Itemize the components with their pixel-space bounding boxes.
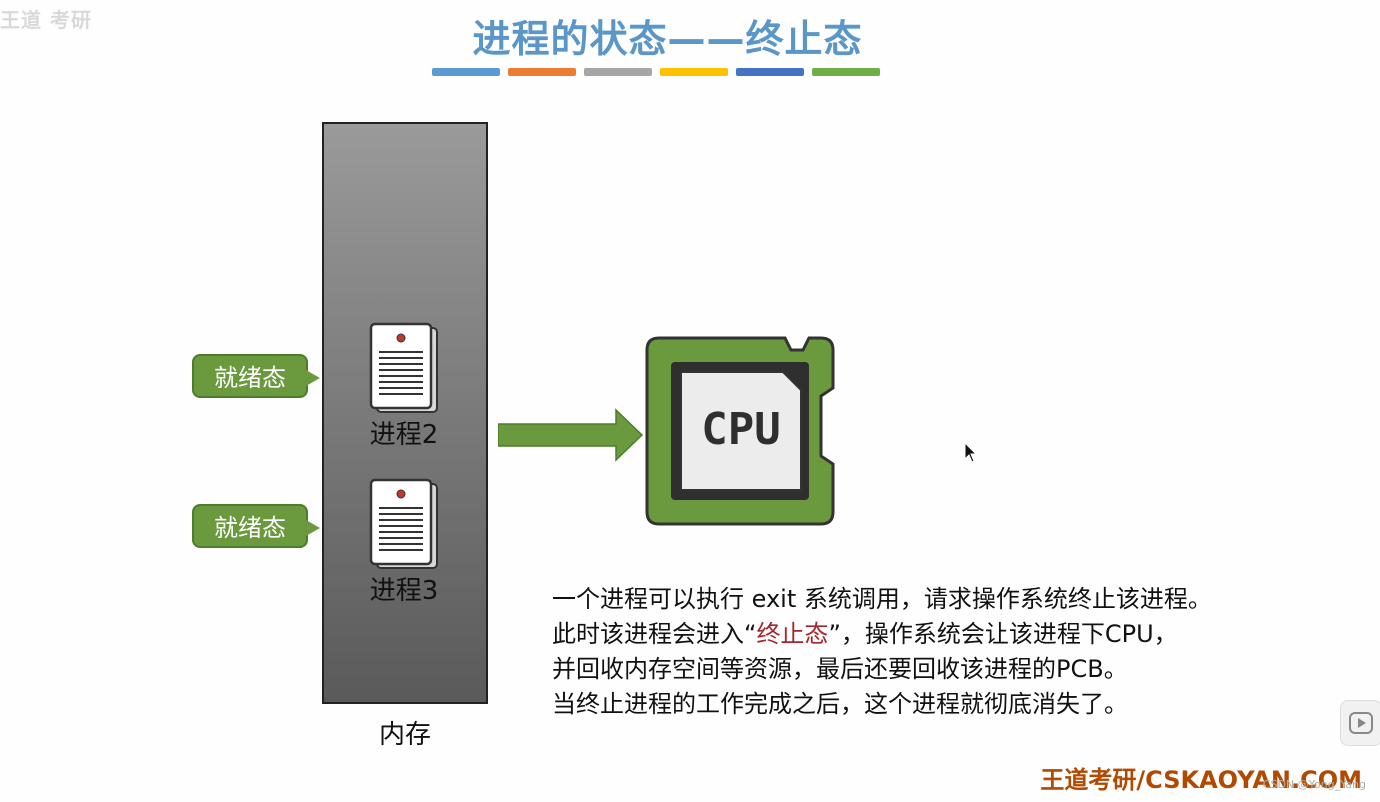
memory-label: 内存: [378, 720, 431, 750]
color-bar-3: [584, 68, 652, 76]
title-color-bars: [432, 68, 880, 76]
ready-state-callout-3: 就绪态: [192, 504, 320, 548]
process-name: 进程2: [369, 420, 439, 450]
description-line-2-b: ”，操作系统会让该进程下CPU，: [828, 620, 1178, 648]
description-line-1: 一个进程可以执行 exit 系统调用，请求操作系统终止该进程。: [552, 585, 1212, 613]
process-item-3: 进程3: [344, 478, 464, 607]
document-icon: [369, 478, 438, 569]
description-line-4: 当终止进程的工作完成之后，这个进程就彻底消失了。: [552, 690, 1128, 718]
document-icon: [369, 322, 438, 413]
csdn-watermark: CSDN @Yong_Yang: [1262, 778, 1366, 791]
cpu-label: CPU: [701, 404, 780, 455]
right-arrow-icon: [498, 408, 644, 462]
brand-footer: 王道考研/CSKAOYAN.COM: [1040, 766, 1362, 794]
description-line-3: 并回收内存空间等资源，最后还要回收该进程的PCB。: [552, 655, 1128, 683]
description-line-2: 此时该进程会进入“终止态”，操作系统会让该进程下CPU，: [552, 617, 1352, 652]
slide-title: 进程的状态——终止态: [472, 17, 863, 61]
ready-state-callout-2: 就绪态: [192, 354, 320, 398]
process-item-2: 进程2: [344, 322, 464, 451]
terminated-state-highlight: 终止态: [756, 620, 829, 648]
description-line-2-a: 此时该进程会进入“: [552, 620, 757, 648]
description-text: 一个进程可以执行 exit 系统调用，请求操作系统终止该进程。 此时该进程会进入…: [552, 582, 1352, 722]
cpu-icon: CPU: [645, 336, 835, 526]
color-bar-6: [812, 68, 880, 76]
color-bar-1: [432, 68, 500, 76]
watermark: 王道 考研: [0, 8, 92, 32]
color-bar-4: [660, 68, 728, 76]
play-icon: [1349, 712, 1373, 734]
color-bar-5: [736, 68, 804, 76]
color-bar-2: [508, 68, 576, 76]
process-name: 进程3: [369, 576, 439, 606]
play-button[interactable]: [1340, 700, 1380, 746]
mouse-cursor-icon: [964, 442, 978, 463]
